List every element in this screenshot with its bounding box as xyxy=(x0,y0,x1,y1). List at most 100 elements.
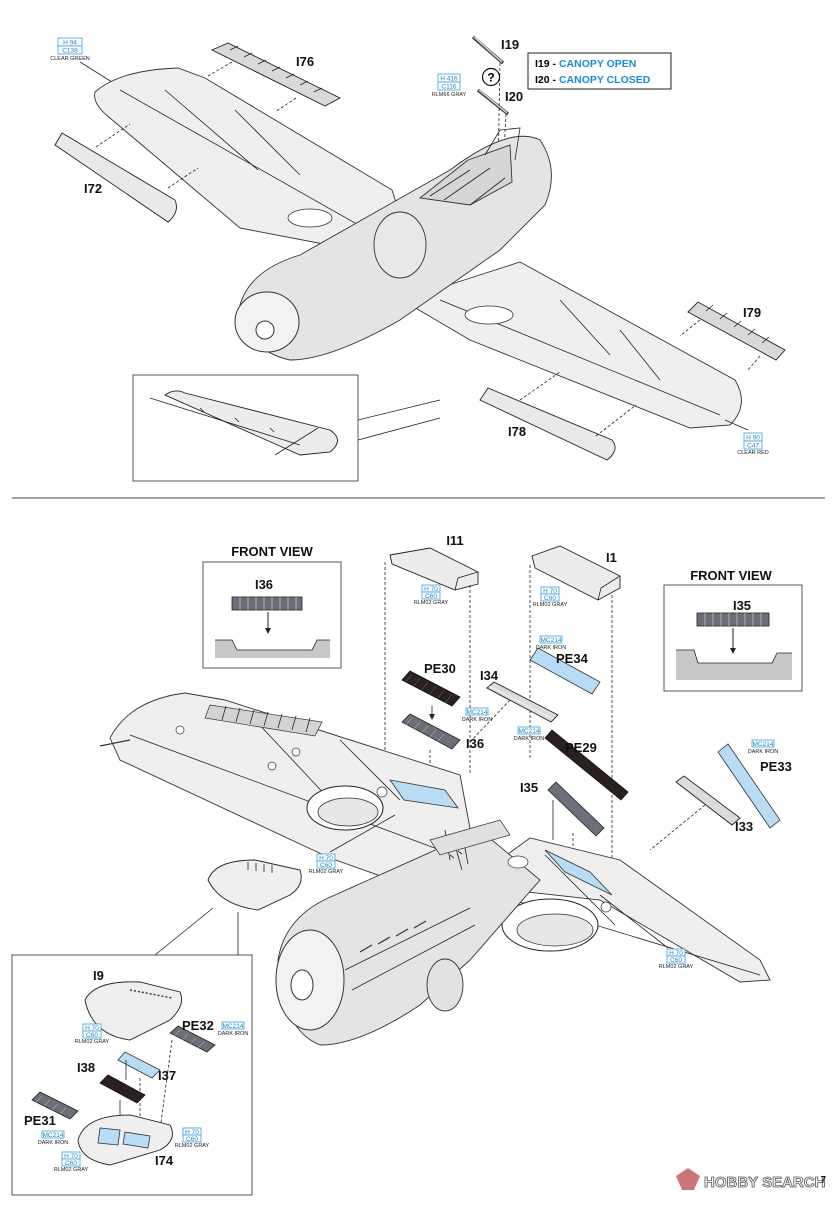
svg-text:MC214: MC214 xyxy=(223,1023,244,1030)
svg-text:C116: C116 xyxy=(441,84,456,91)
label-i9: I9 xyxy=(93,968,104,983)
part-pe32 xyxy=(169,1025,216,1053)
svg-text:RLM02 GRAY: RLM02 GRAY xyxy=(533,602,568,608)
label-i1: I1 xyxy=(606,550,617,565)
svg-text:H 70: H 70 xyxy=(64,1153,78,1160)
bottom-assembly-step: FRONT VIEW I36 FRONT VIEW I35 xyxy=(11,533,803,1196)
legend-closed-line: I20 - CANOPY CLOSED xyxy=(535,74,651,86)
part-pe31 xyxy=(31,1091,79,1120)
svg-text:MC214: MC214 xyxy=(43,1132,64,1139)
part-pe33 xyxy=(717,743,781,829)
color-tag-clear-green: H 94 C138 CLEAR GREEN xyxy=(50,37,90,62)
svg-text:C60: C60 xyxy=(425,593,437,600)
svg-text:DARK IRON: DARK IRON xyxy=(514,736,545,742)
page-number: 7 xyxy=(820,1175,826,1186)
svg-text:C60: C60 xyxy=(320,862,332,869)
color-tag-i11: H 70 C60 RLM02 GRAY xyxy=(414,584,449,606)
svg-text:H 70: H 70 xyxy=(185,1129,199,1136)
svg-text:H 416: H 416 xyxy=(440,76,458,83)
svg-text:C47: C47 xyxy=(747,443,759,450)
label-i34: I34 xyxy=(480,668,499,683)
svg-text:CLEAR RED: CLEAR RED xyxy=(737,450,769,456)
label-pe32: PE32 xyxy=(182,1018,214,1033)
label-fv-i35: I35 xyxy=(733,598,751,613)
svg-text:MC214: MC214 xyxy=(519,728,540,735)
svg-text:MC214: MC214 xyxy=(753,741,774,748)
part-i1-panel xyxy=(531,545,621,601)
color-tag-rlm66: H 416 C116 RLM66 GRAY xyxy=(432,73,467,98)
svg-text:RLM02 GRAY: RLM02 GRAY xyxy=(75,1039,110,1045)
aircraft-underside-illustration xyxy=(99,692,771,1046)
svg-text:H 70: H 70 xyxy=(424,586,438,593)
color-tag-right-well: H 70 C60 RLM02 GRAY xyxy=(659,948,694,970)
label-fv-i36: I36 xyxy=(255,577,273,592)
svg-text:C60: C60 xyxy=(65,1160,77,1167)
color-tag-pe30: MC214 DARK IRON xyxy=(462,707,492,723)
svg-text:RLM02 GRAY: RLM02 GRAY xyxy=(309,869,344,875)
legend-open-line: I19 - CANOPY OPEN xyxy=(535,58,636,70)
part-i38 xyxy=(99,1074,146,1104)
label-pe33: PE33 xyxy=(760,759,792,774)
part-i78-aileron xyxy=(479,387,616,461)
part-pe30 xyxy=(401,670,461,707)
svg-text:H 70: H 70 xyxy=(319,855,333,862)
svg-text:RLM02 GRAY: RLM02 GRAY xyxy=(659,964,694,970)
cowling-detail-inset xyxy=(11,954,253,1196)
front-view-left-box xyxy=(202,561,342,669)
svg-text:H 94: H 94 xyxy=(63,40,77,47)
svg-text:H 70: H 70 xyxy=(669,950,683,957)
part-i36 xyxy=(401,713,461,750)
hobby-search-watermark: HOBBY SEARCH xyxy=(676,1168,826,1191)
label-i11: I11 xyxy=(446,533,463,548)
color-tag-pe33: MC214 DARK IRON xyxy=(748,739,779,755)
label-pe30: PE30 xyxy=(424,661,456,676)
aircraft-top-illustration xyxy=(94,67,742,429)
label-i79: I79 xyxy=(743,305,761,320)
label-i78: I78 xyxy=(508,424,526,439)
label-i19: I19 xyxy=(501,37,519,52)
label-i35: I35 xyxy=(520,780,538,795)
color-tag-i1: H 70 C60 RLM02 GRAY xyxy=(533,586,568,608)
svg-text:H 90: H 90 xyxy=(746,435,760,442)
alternative-question-icon: ? xyxy=(481,67,501,87)
svg-text:DARK IRON: DARK IRON xyxy=(748,749,779,755)
svg-text:H 70: H 70 xyxy=(543,588,557,595)
color-tag-pe29: MC214 DARK IRON xyxy=(514,726,545,742)
svg-text:RLM66 GRAY: RLM66 GRAY xyxy=(432,92,467,98)
part-i11-panel xyxy=(389,547,479,591)
label-i37: I37 xyxy=(158,1068,176,1083)
svg-text:C60: C60 xyxy=(186,1136,198,1143)
label-pe34: PE34 xyxy=(556,651,589,666)
front-view-right-title: FRONT VIEW xyxy=(690,568,772,583)
svg-text:MC214: MC214 xyxy=(541,637,562,644)
canopy-legend: I19 - CANOPY OPEN I20 - CANOPY CLOSED xyxy=(527,52,672,90)
color-tag-left-well: H 70 C60 RLM02 GRAY xyxy=(309,853,344,875)
label-i33: I33 xyxy=(735,819,753,834)
svg-text:CLEAR GREEN: CLEAR GREEN xyxy=(50,56,89,62)
label-i72: I72 xyxy=(84,181,102,196)
part-i72-aileron xyxy=(54,132,177,223)
svg-text:C138: C138 xyxy=(62,48,78,55)
part-pe34 xyxy=(529,647,601,695)
part-i33 xyxy=(675,775,741,826)
part-i79-slat xyxy=(687,301,786,361)
svg-text:DARK IRON: DARK IRON xyxy=(536,645,567,651)
part-i37 xyxy=(117,1051,161,1079)
label-i38: I38 xyxy=(77,1060,95,1075)
color-tag-pe34: MC214 DARK IRON xyxy=(536,635,567,651)
svg-text:RLM02 GRAY: RLM02 GRAY xyxy=(175,1143,210,1149)
label-i20: I20 xyxy=(505,89,523,104)
part-i9-small xyxy=(207,859,302,911)
front-view-right-box xyxy=(663,584,803,692)
color-tag-pe32: MC214 DARK IRON xyxy=(218,1021,248,1037)
label-i36: I36 xyxy=(466,736,484,751)
part-i76-slat xyxy=(210,42,341,107)
svg-text:RLM02 GRAY: RLM02 GRAY xyxy=(414,600,449,606)
svg-text:MC214: MC214 xyxy=(467,709,488,716)
part-pe29 xyxy=(544,729,629,801)
part-i35 xyxy=(547,781,605,837)
color-tag-i9: H 70 C60 RLM02 GRAY xyxy=(75,1023,110,1045)
color-tag-clear-red: H 90 C47 CLEAR RED xyxy=(737,432,769,456)
